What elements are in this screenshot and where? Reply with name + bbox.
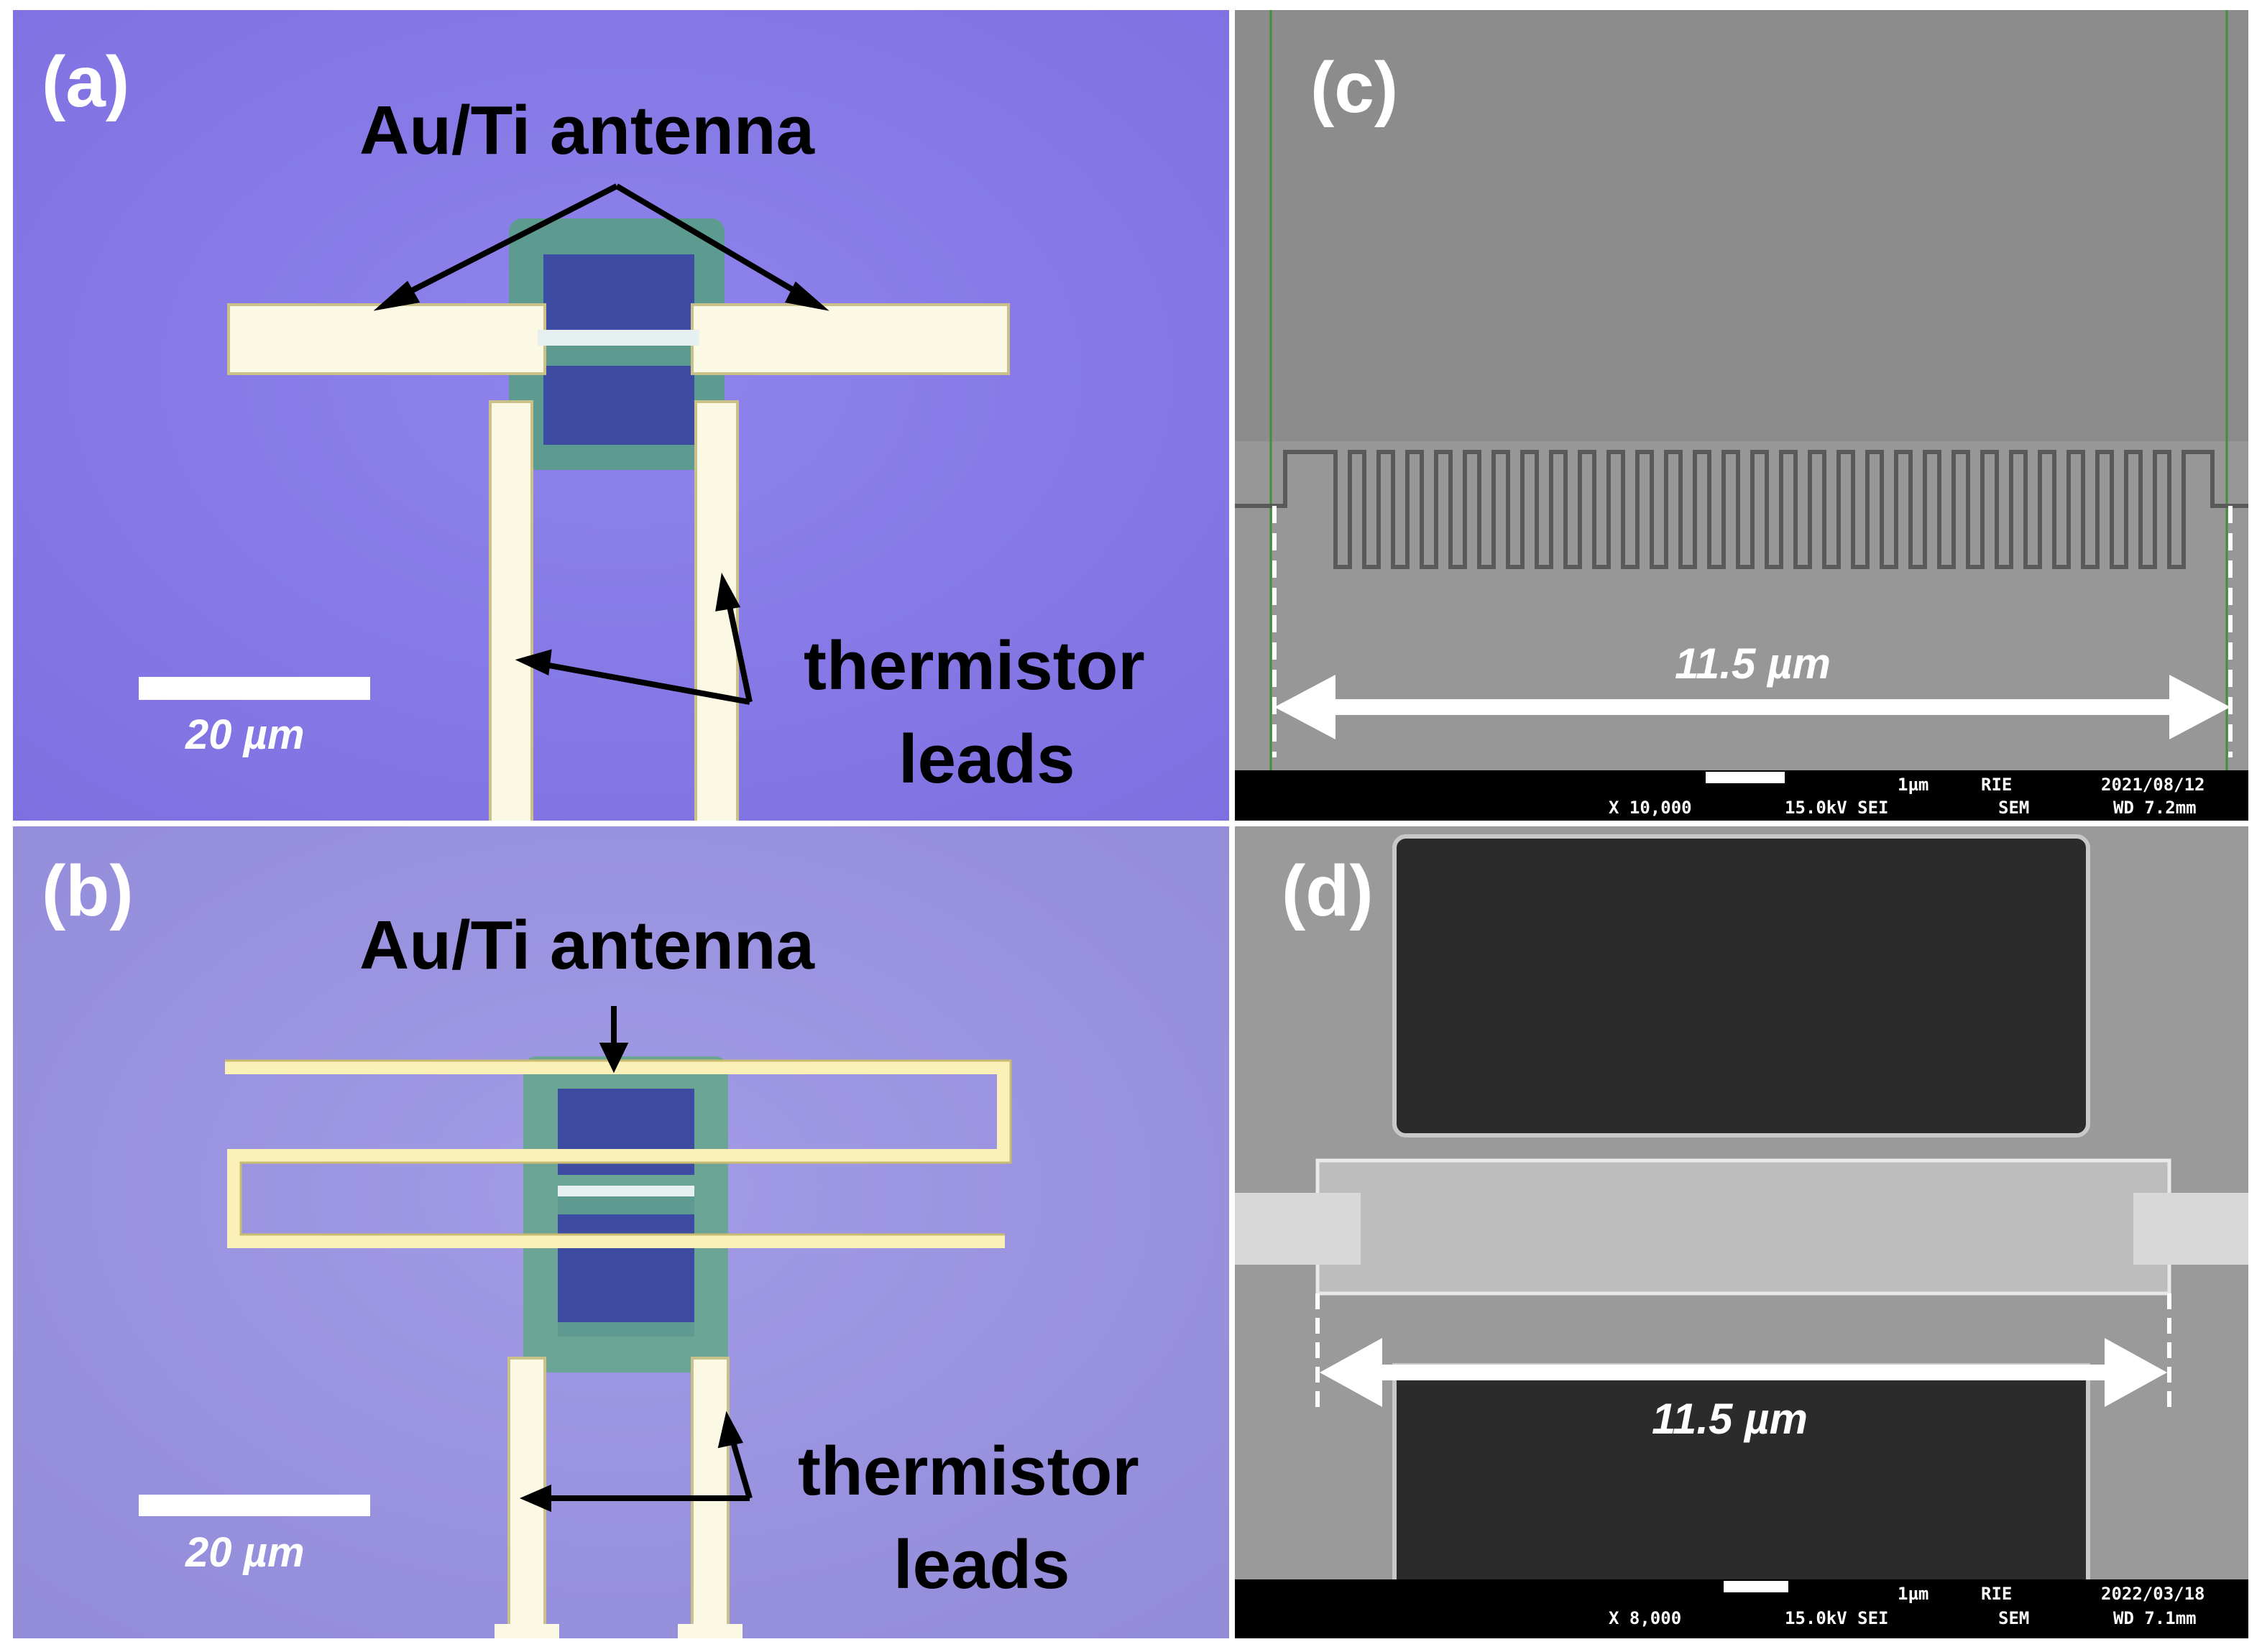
panel-a-optical-micrograph: (a) Au/Ti antenna thermistor leads 20 µm (13, 10, 1229, 821)
sem-wd: WD 7.2mm (2113, 798, 2197, 818)
sem-scale: 1µm (1898, 1584, 1929, 1604)
leads-label-line1: thermistor (804, 627, 1145, 704)
scale-bar-label: 20 µm (185, 1529, 305, 1576)
etched-window-top (1392, 834, 2090, 1138)
panel-label: (c) (1310, 47, 1399, 128)
leads-label-line2: leads (898, 721, 1075, 798)
panel-b-optical-micrograph: (b) Au/Ti antenna thermistor leads 20 µm (13, 826, 1229, 1638)
panel-b-image (13, 826, 1229, 1638)
thermistor-lead-left (489, 400, 533, 821)
antenna-label: Au/Ti antenna (359, 92, 814, 169)
sem-voltage: 15.0kV SEI (1785, 1608, 1889, 1628)
leads-label-line2: leads (893, 1526, 1070, 1603)
dimension-label: 11.5 µm (1675, 640, 1831, 688)
meander-antenna (225, 1061, 1010, 1248)
scale-bar (139, 677, 370, 700)
antenna-label: Au/Ti antenna (359, 907, 814, 984)
dimension-arrow (1320, 1338, 2167, 1407)
panel-a-image (13, 10, 1229, 821)
scale-bar-label: 20 µm (185, 711, 305, 758)
dimension-label: 11.5 µm (1652, 1395, 1808, 1443)
antenna-arm-right (691, 303, 1010, 375)
panel-d-image (1235, 826, 2248, 1638)
panel-label: (d) (1282, 851, 1374, 931)
bridge-structure (1315, 1158, 2171, 1296)
panel-c-sem-image: (c) 11.5 µm 1µm RIE 2021/08/12 X 10,000 … (1235, 10, 2248, 821)
meander-thermistor (1235, 450, 2248, 569)
sem-scale: 1µm (1898, 775, 1929, 795)
panel-c-image (1235, 10, 2248, 821)
sem-wd: WD 7.1mm (2113, 1608, 2197, 1628)
sem-date: 2022/03/18 (2101, 1584, 2205, 1604)
panel-d-sem-image: (d) 11.5 µm 1µm RIE 2022/03/18 X 8,000 1… (1235, 826, 2248, 1638)
sem-voltage: 15.0kV SEI (1785, 798, 1889, 818)
sem-type: SEM (1998, 798, 2030, 818)
sem-date: 2021/08/12 (2101, 775, 2205, 795)
antenna-arm-left (227, 303, 546, 375)
leads-label-line1: thermistor (798, 1433, 1139, 1510)
sem-type: SEM (1998, 1608, 2030, 1628)
sem-mode: RIE (1981, 775, 2013, 795)
scale-bar (139, 1495, 370, 1516)
dimension-arrow (1274, 675, 2230, 739)
sem-mag: X 8,000 (1609, 1608, 1682, 1628)
sem-mag: X 10,000 (1609, 798, 1692, 818)
sem-mode: RIE (1981, 1584, 2013, 1604)
panel-label: (a) (42, 42, 130, 122)
panel-label: (b) (42, 851, 134, 931)
